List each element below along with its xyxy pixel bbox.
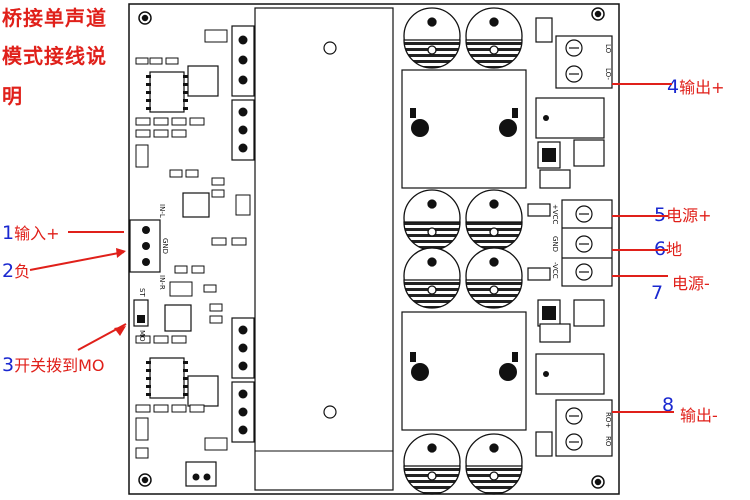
silk-lo-minus: LO- [604, 68, 612, 80]
annotation-6-text: 地 [666, 240, 683, 259]
callout-arrowheads [114, 248, 126, 336]
output-terminal-lo [555, 35, 613, 89]
silk-gnd-power: GND [551, 236, 559, 252]
annotation-1-number: 1 [2, 222, 15, 244]
smd-components [135, 29, 251, 459]
title-line-3: 明 [2, 84, 23, 108]
power-terminal [561, 199, 613, 287]
annotation-5: 5电源+ [654, 202, 712, 226]
heatsink [254, 7, 394, 491]
silk-plus-vcc: +VCC [551, 204, 559, 225]
silk-lo: LO [604, 44, 612, 54]
silk-mo: MO [138, 330, 146, 342]
silk-minus-vcc: -VCC [551, 262, 559, 279]
callout-line-2 [29, 251, 125, 271]
silk-ro-plus: RO+ [604, 412, 612, 428]
mounting-holes [138, 7, 605, 489]
annotation-4: 4输出+ [667, 74, 725, 98]
left-header-pins [231, 25, 255, 443]
annotation-3: 3开关拨到MO [2, 352, 105, 376]
ic-pins [146, 75, 188, 396]
output-terminal-ro [555, 399, 613, 457]
annotation-3-number: 3 [2, 354, 15, 376]
silk-ro: RO [604, 436, 612, 447]
annotation-7-number: 7 [651, 282, 664, 304]
annotation-3-text: 开关拨到MO [14, 356, 105, 375]
annotation-1: 1输入+ [2, 220, 60, 244]
annotation-4-number: 4 [667, 76, 680, 98]
silk-st: ST [138, 288, 146, 297]
annotation-2-text: 负 [14, 262, 31, 281]
annotation-2: 2负 [2, 258, 30, 282]
capacitors [403, 7, 523, 495]
silk-gnd-input: GND [161, 238, 169, 254]
ic-chips [149, 65, 219, 407]
silk-in-r: IN-R [158, 275, 166, 290]
bottom-connector [185, 461, 217, 487]
amplifier-chips [401, 69, 527, 431]
title-line-2: 模式接线说 [2, 44, 107, 68]
right-component-marks [542, 115, 556, 377]
silk-in-l: IN-L [158, 204, 166, 218]
annotation-7-text: 电源- [672, 274, 710, 293]
annotation-4-text: 输出+ [679, 78, 725, 97]
annotation-2-number: 2 [2, 260, 15, 282]
annotation-1-text: 输入+ [14, 224, 60, 243]
mode-switch [133, 299, 149, 327]
input-connector [129, 219, 161, 273]
title-line-1: 桥接单声道 [2, 6, 107, 30]
annotation-5-text: 电源+ [666, 206, 712, 225]
annotation-8-text: 输出- [680, 406, 718, 425]
annotation-8-number: 8 [662, 394, 675, 416]
